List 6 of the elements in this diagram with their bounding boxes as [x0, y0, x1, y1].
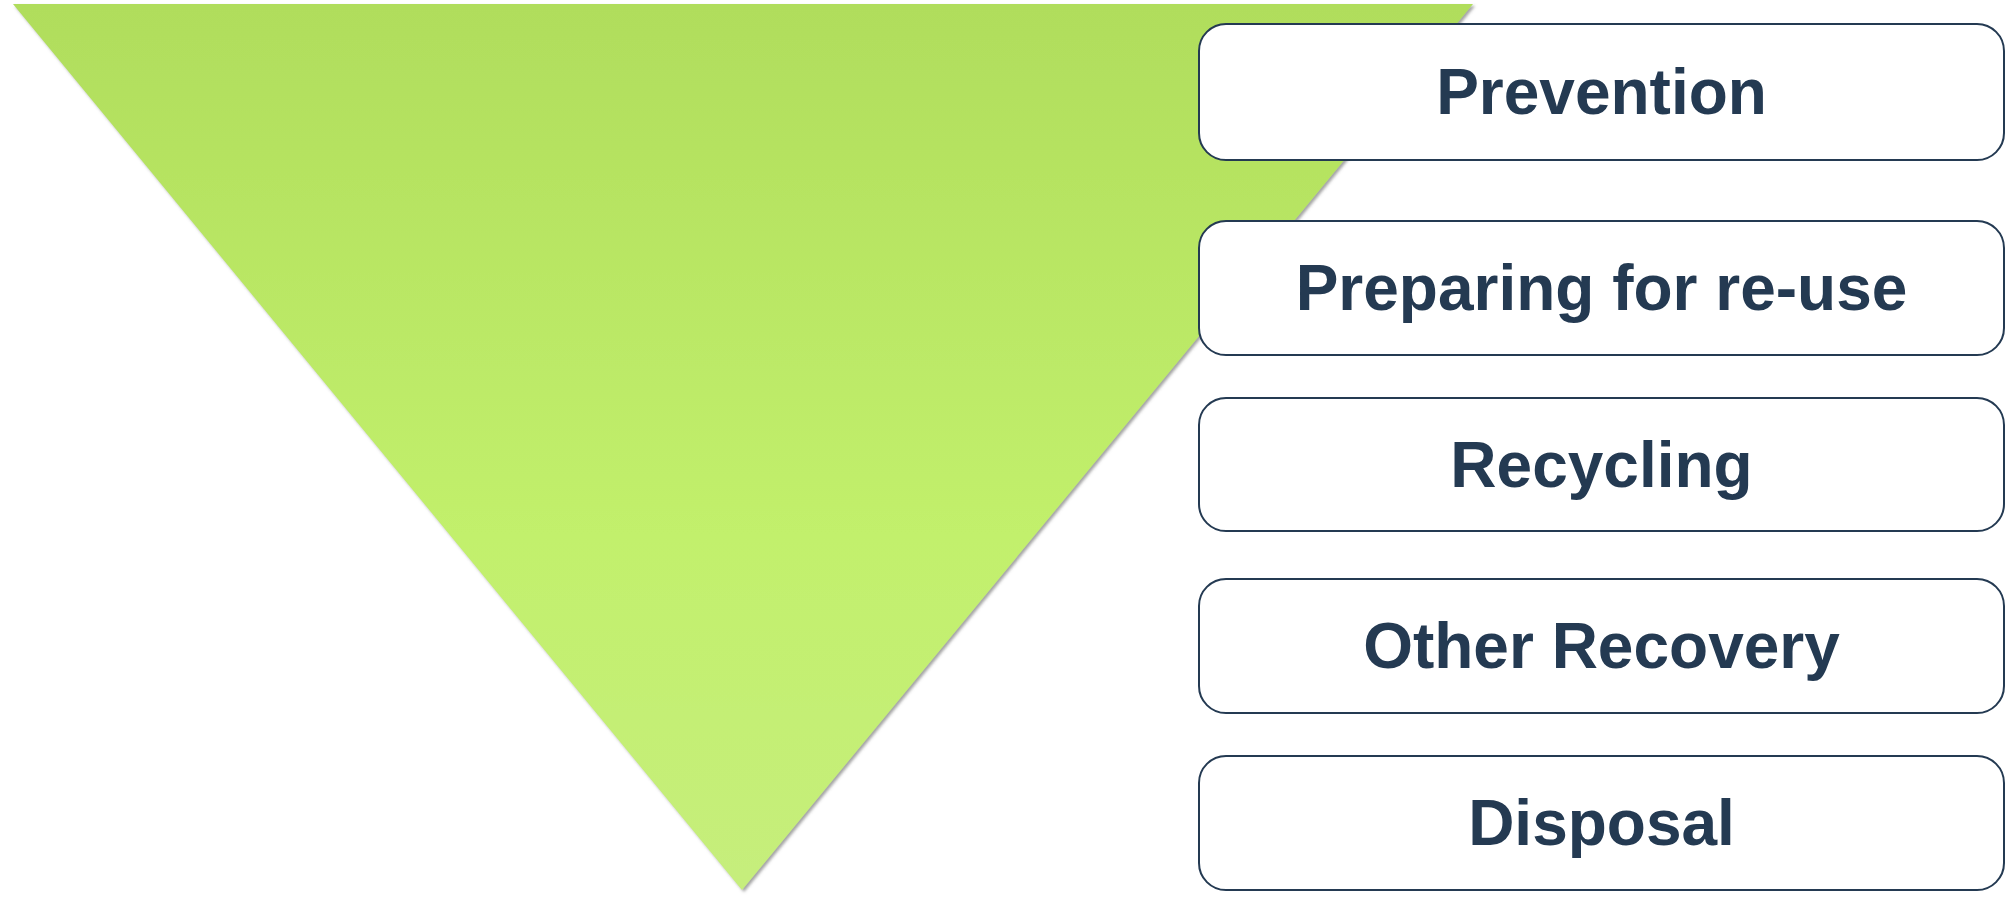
box-label: Prevention — [1436, 60, 1767, 124]
hierarchy-box — [1198, 755, 2005, 891]
hierarchy-box — [1198, 578, 2005, 714]
hierarchy-box — [1198, 23, 2005, 161]
hierarchy-box — [1198, 220, 2005, 356]
hierarchy-box — [1198, 397, 2005, 532]
